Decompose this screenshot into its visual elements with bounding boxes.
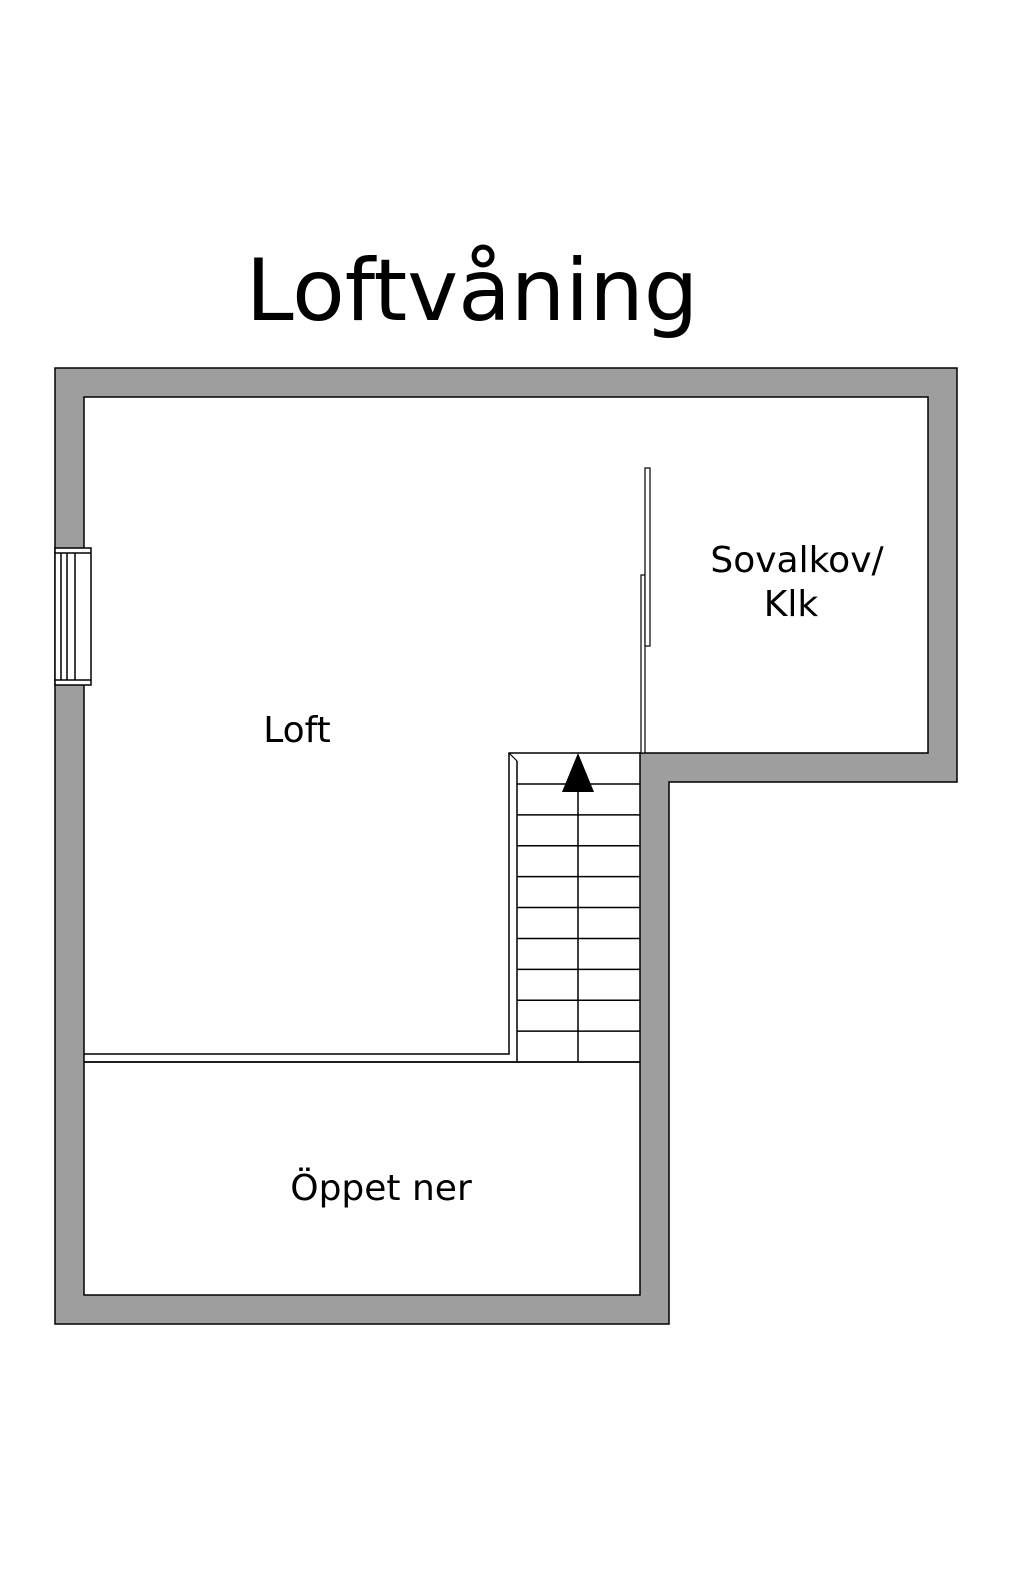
- exterior-walls: [54, 367, 958, 1325]
- sliding-door: [644, 467, 651, 647]
- arrow-up-icon: [562, 753, 594, 792]
- railing-end: [508, 752, 518, 762]
- room-label-klk: Klk: [764, 584, 819, 625]
- room-label-loft: Loft: [263, 710, 331, 751]
- plan-title: Loftvåning: [246, 241, 699, 341]
- window: [54, 547, 92, 686]
- room-label-sovalkov: Sovalkov/: [710, 540, 884, 581]
- room-label-oppet-ner: Öppet ner: [290, 1167, 472, 1209]
- staircase: [517, 783, 640, 1063]
- partition-wall: [640, 574, 646, 754]
